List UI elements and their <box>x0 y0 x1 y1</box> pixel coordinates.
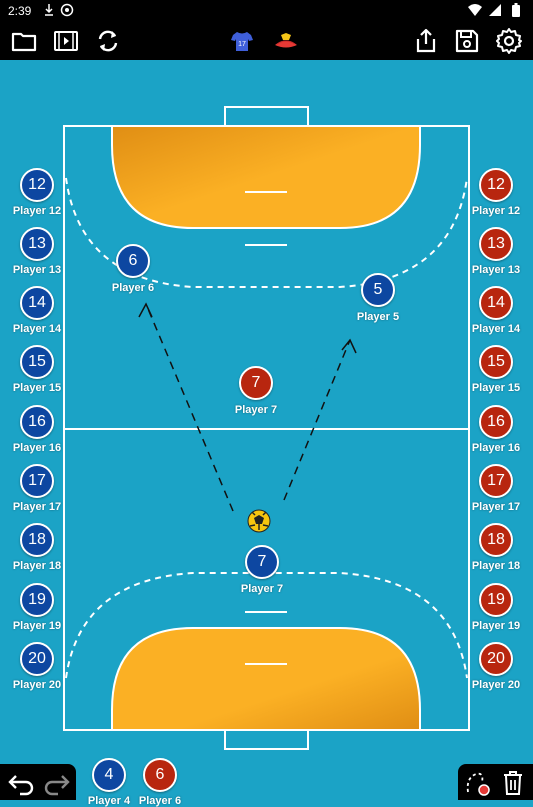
signal-icon <box>488 3 502 20</box>
bottom-goal <box>224 729 309 750</box>
player-name-label: Player 6 <box>111 282 155 294</box>
top-goal <box>224 106 309 127</box>
player-name-label: Player 7 <box>234 404 278 416</box>
share-icon[interactable] <box>412 27 440 55</box>
pass-arrow-left[interactable] <box>145 303 234 512</box>
player-name-label: Player 5 <box>356 311 400 323</box>
bench-right-player[interactable]: 20 <box>479 642 513 676</box>
svg-text:17: 17 <box>238 41 246 48</box>
pass-arrow-right[interactable] <box>283 339 351 501</box>
battery-icon <box>512 3 520 20</box>
bench-right-player[interactable]: 17 <box>479 464 513 498</box>
draw-path-icon[interactable] <box>462 766 496 800</box>
pass-arrow-right-head <box>341 338 357 354</box>
undo-icon[interactable] <box>4 766 38 800</box>
top-free-throw-line <box>65 177 468 288</box>
bench-right-player[interactable]: 18 <box>479 523 513 557</box>
bench-player-label: Player 18 <box>12 560 62 572</box>
tray-player-label: Player 6 <box>138 795 182 807</box>
bench-player-label: Player 13 <box>12 264 62 276</box>
pass-arrow-left-head <box>138 302 153 318</box>
notification-icon <box>60 3 74 20</box>
bench-left-player[interactable]: 13 <box>20 227 54 261</box>
handball-icon[interactable] <box>247 509 271 533</box>
bench-left-player[interactable]: 12 <box>20 168 54 202</box>
on-court-player-blue-7[interactable]: 7 <box>245 545 279 579</box>
on-court-player-blue-5[interactable]: 5 <box>361 273 395 307</box>
bench-right-player[interactable]: 19 <box>479 583 513 617</box>
bench-player-label: Player 15 <box>12 382 62 394</box>
court[interactable]: 6 Player 6 5 Player 5 7 Player 7 7 Playe… <box>0 60 533 760</box>
save-icon[interactable] <box>453 27 481 55</box>
sync-icon[interactable] <box>94 27 122 55</box>
status-time: 2:39 <box>8 4 32 18</box>
top-goal-area <box>111 125 421 229</box>
bench-right-player[interactable]: 13 <box>479 227 513 261</box>
download-icon <box>44 3 54 20</box>
jersey-icon[interactable]: 17 <box>228 27 256 55</box>
bench-player-label: Player 20 <box>471 679 521 691</box>
bench-left-player[interactable]: 20 <box>20 642 54 676</box>
bench-player-label: Player 17 <box>471 501 521 513</box>
on-court-player-blue-6[interactable]: 6 <box>116 244 150 278</box>
bench-player-label: Player 14 <box>12 323 62 335</box>
bench-player-label: Player 14 <box>471 323 521 335</box>
bench-player-label: Player 17 <box>12 501 62 513</box>
bench-player-label: Player 20 <box>12 679 62 691</box>
bench-left-player[interactable]: 14 <box>20 286 54 320</box>
bench-player-label: Player 16 <box>12 442 62 454</box>
bench-left-player[interactable]: 17 <box>20 464 54 498</box>
tray-player-label: Player 4 <box>87 795 131 807</box>
bench-player-label: Player 18 <box>471 560 521 572</box>
trash-icon[interactable] <box>496 766 530 800</box>
bench-left-player[interactable]: 18 <box>20 523 54 557</box>
bottom-bar: 4 Player 4 6 Player 6 <box>0 758 533 807</box>
redo-icon[interactable] <box>40 766 74 800</box>
video-icon[interactable] <box>52 27 80 55</box>
bench-right-player[interactable]: 14 <box>479 286 513 320</box>
folder-icon[interactable] <box>10 27 38 55</box>
bench-player-label: Player 12 <box>471 205 521 217</box>
bench-player-label: Player 15 <box>471 382 521 394</box>
on-court-player-red-7[interactable]: 7 <box>239 366 273 400</box>
wifi-icon <box>468 3 482 20</box>
bench-player-label: Player 12 <box>12 205 62 217</box>
player-name-label: Player 7 <box>240 583 284 595</box>
settings-icon[interactable] <box>495 27 523 55</box>
bench-left-player[interactable]: 16 <box>20 405 54 439</box>
bench-player-label: Player 19 <box>471 620 521 632</box>
bench-left-player[interactable]: 19 <box>20 583 54 617</box>
bench-right-player[interactable]: 15 <box>479 345 513 379</box>
bench-left-player[interactable]: 15 <box>20 345 54 379</box>
tray-player-red-6[interactable]: 6 <box>143 758 177 792</box>
bench-player-label: Player 16 <box>471 442 521 454</box>
bench-player-label: Player 19 <box>12 620 62 632</box>
tray-player-blue-4[interactable]: 4 <box>92 758 126 792</box>
court-markings <box>63 106 470 750</box>
bench-right-player[interactable]: 16 <box>479 405 513 439</box>
bench-player-label: Player 13 <box>471 264 521 276</box>
status-bar: 2:39 <box>0 0 533 22</box>
toolbar: 17 <box>0 22 533 60</box>
bottom-goal-area <box>111 627 421 731</box>
cones-icon[interactable] <box>272 27 300 55</box>
bench-right-player[interactable]: 12 <box>479 168 513 202</box>
